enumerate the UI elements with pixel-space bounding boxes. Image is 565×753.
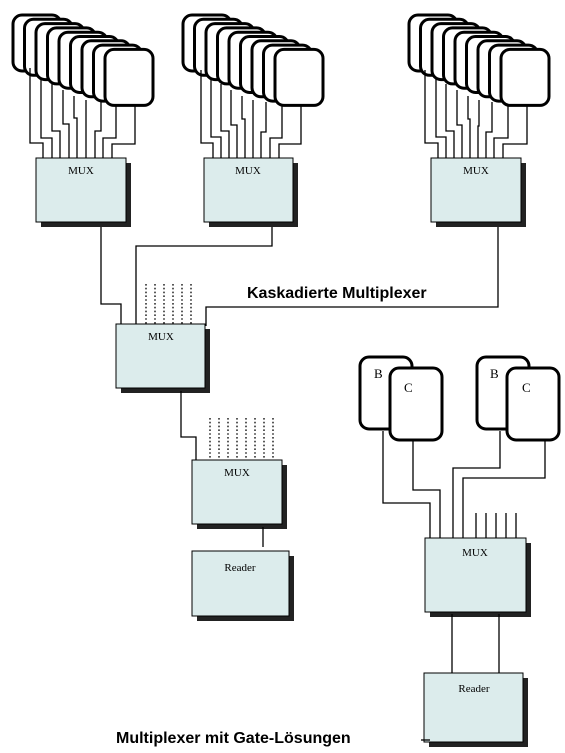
mux-lower-right: MUX [424, 537, 531, 617]
reader-left: Reader [191, 550, 294, 621]
antenna-stack-2 [181, 13, 325, 107]
antenna-card [103, 47, 155, 107]
reader-wires-right [451, 614, 500, 674]
antenna-b-label: B [374, 366, 383, 381]
antenna-group-1 [11, 13, 155, 162]
antenna-group-2 [181, 13, 325, 162]
antenna-b-label: B [490, 366, 499, 381]
mux-top-middle: MUX [203, 157, 298, 227]
mux-label: MUX [462, 547, 488, 559]
cascade-wire-lower [180, 391, 197, 462]
antenna-c-1 [388, 366, 444, 442]
gate-antenna-pair-1: B C [358, 355, 444, 442]
antenna-wires-1 [29, 68, 136, 162]
antenna-c-label: C [404, 380, 413, 395]
antenna-stack-1 [11, 13, 155, 107]
unused-channels-lower [209, 418, 274, 462]
antenna-c-label: C [522, 380, 531, 395]
antenna-wires-2 [200, 70, 302, 162]
mux-label: MUX [224, 467, 250, 479]
mux-top-left: MUX [35, 157, 131, 227]
gate-wires [382, 431, 546, 540]
mux-label: MUX [463, 165, 489, 177]
mux-middle: MUX [115, 323, 210, 393]
reader-label: Reader [458, 683, 489, 695]
caption-cascaded: Kaskadierte Multiplexer [247, 285, 427, 302]
mux-label: MUX [148, 331, 174, 343]
antenna-group-3 [407, 13, 551, 162]
mux-label: MUX [68, 165, 94, 177]
cascade-wires [100, 227, 499, 326]
caption-gate: Multiplexer mit Gate-Lösungen [116, 730, 351, 747]
mux-lower-left: MUX [191, 459, 287, 529]
antenna-c-2 [505, 366, 561, 442]
antenna-wires-3 [424, 70, 528, 162]
gate-antenna-pair-2: B C [475, 355, 561, 442]
antenna-stack-3 [407, 13, 551, 107]
reader-label: Reader [224, 562, 255, 574]
reader-right: Reader [423, 672, 528, 747]
mux-top-right: MUX [430, 157, 526, 227]
mux-label: MUX [235, 165, 261, 177]
antenna-card [273, 47, 325, 107]
antenna-card [499, 47, 551, 107]
